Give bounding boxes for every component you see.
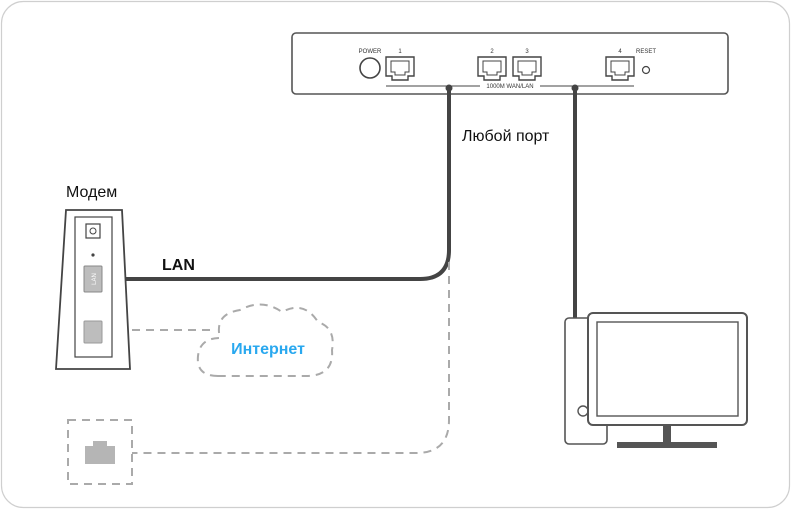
lan-label: LAN (162, 257, 195, 274)
router-port-4 (605, 56, 635, 81)
modem-power-button-icon (85, 223, 101, 239)
cable-dashed-to-device (132, 262, 450, 454)
computer-screen (596, 321, 739, 417)
port-group-label: 1000M WAN/LAN (486, 84, 533, 90)
any-port-label: Любой порт (462, 128, 550, 145)
computer-monitor-neck (663, 425, 671, 442)
modem-indicator-icon (91, 253, 95, 257)
computer-monitor-base (617, 442, 717, 448)
port-2-label: 2 (490, 49, 494, 55)
computer (564, 312, 748, 448)
internet-cloud-icon (196, 303, 334, 377)
modem-wan-port (83, 320, 103, 344)
router: POWER 1 2 3 4 RESET 1000M WAN (291, 32, 729, 95)
optional-device (67, 419, 133, 485)
power-label: POWER (359, 49, 382, 55)
port-4-label: 4 (618, 49, 622, 55)
router-port-3 (512, 56, 542, 81)
power-button-icon (359, 57, 381, 79)
cable-junction-dot (445, 84, 453, 92)
port-1-label: 1 (398, 49, 402, 55)
modem-label: Модем (66, 184, 117, 201)
reset-button-icon (641, 65, 651, 75)
modem: LAN (55, 209, 131, 370)
internet-label: Интернет (231, 341, 305, 358)
ethernet-port-icon (85, 441, 115, 464)
modem-power-symbol-icon (89, 227, 97, 235)
cable-router-to-modem (98, 86, 451, 281)
modem-lan-port (83, 265, 103, 293)
modem-lan-port-label: LAN (92, 273, 98, 285)
router-port-1 (385, 56, 415, 81)
router-port-2 (477, 56, 507, 81)
reset-label: RESET (636, 49, 656, 55)
computer-tower-button-icon (577, 405, 589, 417)
port-3-label: 3 (525, 49, 529, 55)
cable-junction-dot (571, 84, 579, 92)
